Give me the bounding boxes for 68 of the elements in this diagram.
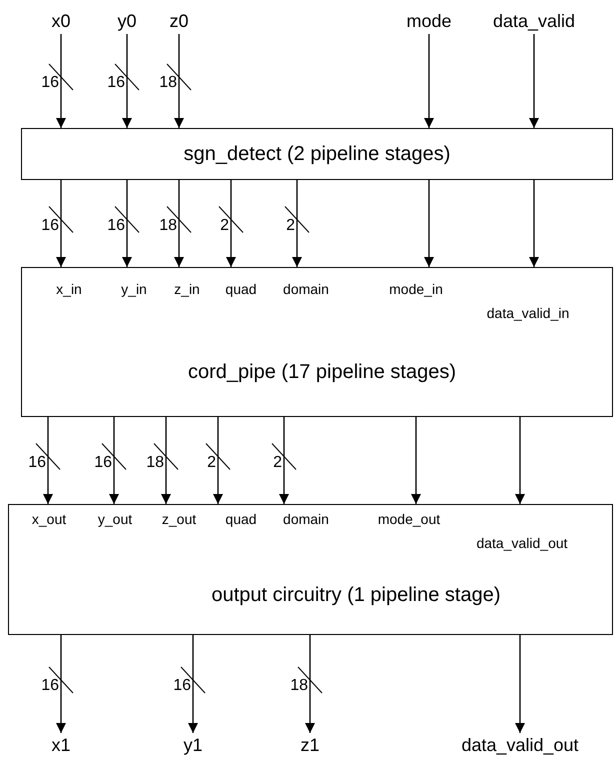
arrow: [213, 417, 223, 504]
arrow: [424, 180, 434, 267]
arrow: [279, 417, 289, 504]
edge-label: 16: [94, 454, 112, 470]
edge-label: 16: [107, 218, 125, 234]
signal-name: z0: [159, 8, 199, 34]
edge-label: 16: [28, 454, 46, 470]
arrow: [188, 635, 198, 733]
edge-label: 18: [290, 678, 308, 694]
port-name: domain: [283, 282, 329, 296]
port-name: data_valid_in: [486, 306, 570, 320]
pipeline-block: [21, 128, 613, 180]
edge-label: 16: [173, 678, 191, 694]
arrow: [174, 180, 184, 267]
arrow: [424, 34, 434, 128]
signal-name: y0: [107, 8, 147, 34]
arrow: [411, 417, 421, 504]
port-name: mode_out: [378, 512, 440, 526]
edge-label: 16: [41, 678, 59, 694]
edge-label: 18: [159, 218, 177, 234]
pipeline-block: [21, 267, 613, 417]
arrow: [515, 417, 525, 504]
pipeline-block: [8, 504, 613, 635]
arrow: [161, 417, 171, 504]
signal-name: x1: [41, 733, 81, 757]
edge-label: 16: [41, 75, 59, 91]
block-title: sgn_detect (2 pipeline stages): [182, 142, 452, 167]
edge-label: 18: [159, 75, 177, 91]
port-name: data_valid_out: [476, 536, 568, 550]
arrow: [43, 417, 53, 504]
arrow: [292, 180, 302, 267]
arrow: [56, 635, 66, 733]
arrow: [515, 635, 525, 733]
signal-name: data_valid_out: [455, 733, 585, 757]
edge-label: 2: [207, 454, 216, 470]
signal-name: y1: [173, 733, 213, 757]
edge-label: 16: [41, 218, 59, 234]
port-name: y_out: [98, 512, 132, 526]
block-title: output circuitry (1 pipeline stage): [211, 585, 501, 605]
port-name: quad: [225, 282, 257, 296]
arrow: [305, 635, 315, 733]
arrow: [109, 417, 119, 504]
port-name: mode_in: [389, 282, 443, 296]
port-name: quad: [225, 512, 257, 526]
signal-name: z1: [290, 733, 330, 757]
arrow: [56, 34, 66, 128]
arrow: [226, 180, 236, 267]
port-name: y_in: [121, 282, 147, 296]
port-name: domain: [283, 512, 329, 526]
arrow: [529, 180, 539, 267]
edge-label: 2: [286, 218, 295, 234]
arrow: [529, 34, 539, 128]
port-name: x_out: [32, 512, 66, 526]
port-name: z_out: [162, 512, 196, 526]
edge-label: 2: [273, 454, 282, 470]
signal-name: mode: [394, 8, 464, 34]
edge-label: 18: [146, 454, 164, 470]
port-name: x_in: [56, 282, 82, 296]
edge-label: 2: [220, 218, 229, 234]
edge-label: 16: [107, 75, 125, 91]
arrow: [56, 180, 66, 267]
arrow: [174, 34, 184, 128]
arrow: [122, 180, 132, 267]
signal-name: data_valid: [484, 8, 584, 34]
signal-name: x0: [41, 8, 81, 34]
port-name: z_in: [174, 282, 200, 296]
arrow: [122, 34, 132, 128]
block-title: cord_pipe (17 pipeline stages): [188, 362, 456, 382]
